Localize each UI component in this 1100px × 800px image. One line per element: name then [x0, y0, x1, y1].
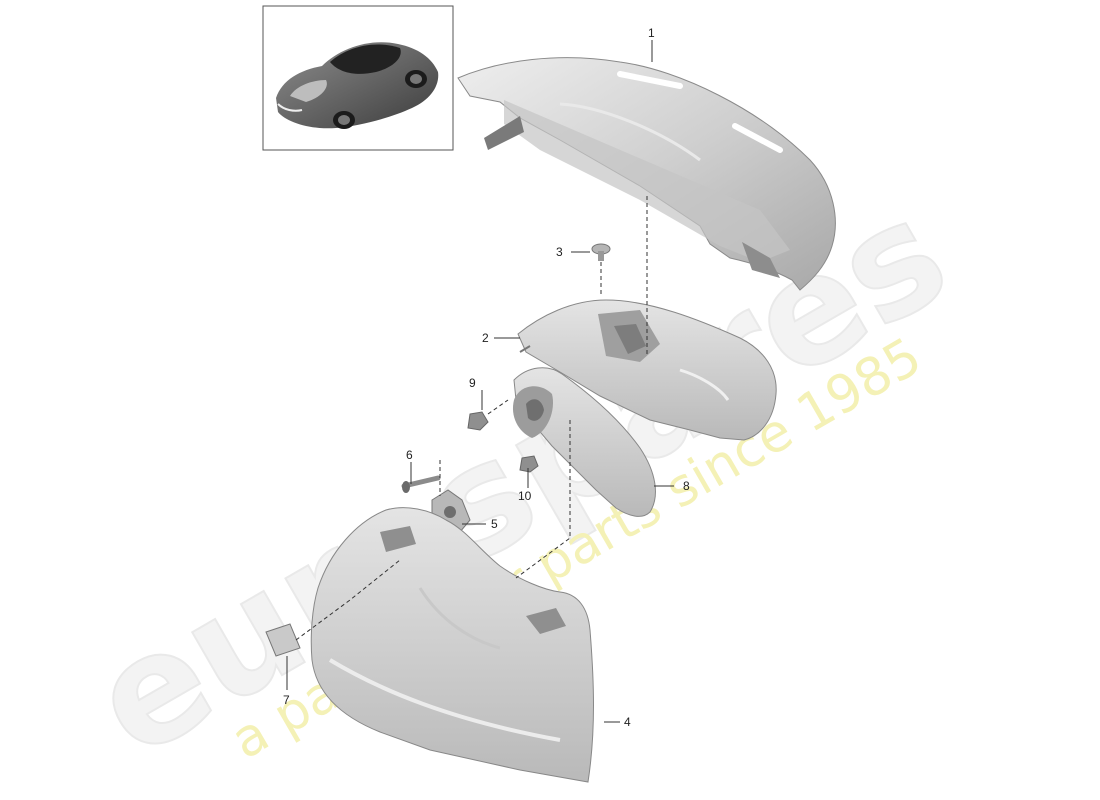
- callout-7: 7: [283, 693, 290, 707]
- part-4-luggage-lining: [310, 507, 594, 783]
- callout-6: 6: [406, 448, 413, 462]
- part-7-cap: [265, 623, 301, 657]
- callout-10: 10: [518, 489, 532, 503]
- part-9-nut: [467, 411, 489, 431]
- callout-5: 5: [491, 517, 498, 531]
- callout-labels: 1 2 3 4 5 6 7 8 9 10: [283, 26, 690, 729]
- part-10-nut: [519, 455, 539, 473]
- car-thumbnail: [262, 5, 454, 151]
- callout-8: 8: [683, 479, 690, 493]
- part-2-rear-panel-cover: [517, 299, 777, 441]
- part-6-bolt: [401, 475, 441, 493]
- callout-9: 9: [469, 376, 476, 390]
- callout-3: 3: [556, 245, 563, 259]
- callout-4: 4: [624, 715, 631, 729]
- part-8-side-lining: [512, 367, 656, 517]
- part-1-upper-rear-trim: [457, 57, 836, 291]
- leader-lines: [286, 40, 674, 723]
- callout-1: 1: [648, 26, 655, 40]
- callout-2: 2: [482, 331, 489, 345]
- part-3-clip: [591, 243, 611, 261]
- car-image: [276, 42, 439, 129]
